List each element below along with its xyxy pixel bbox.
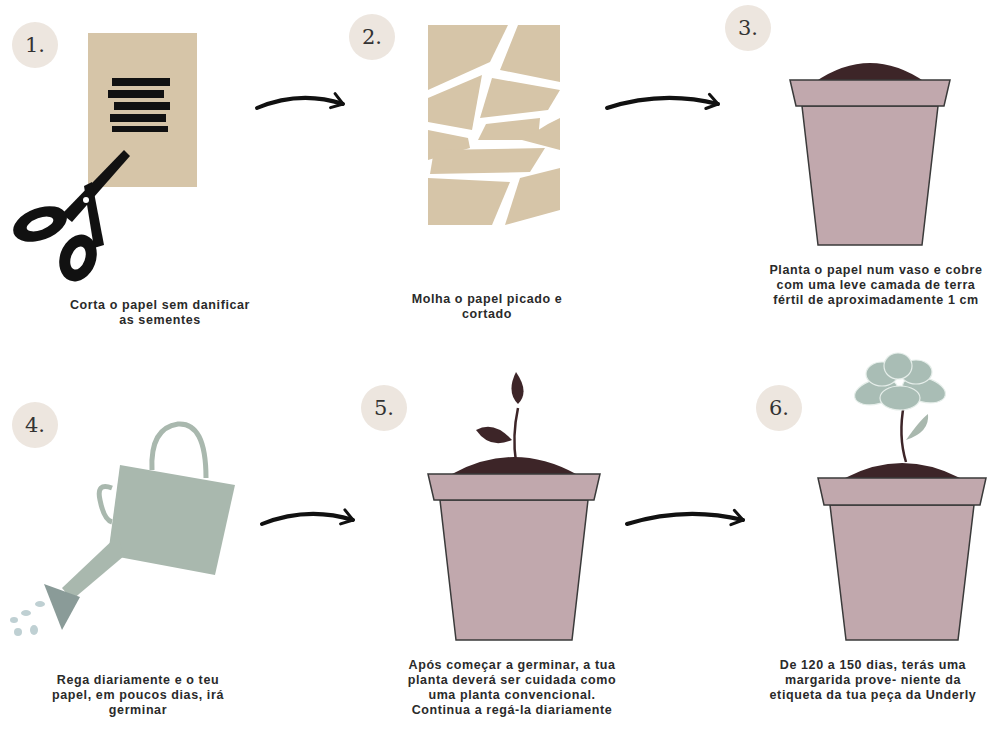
step-caption: Molha o papel picado e cortado (402, 292, 572, 322)
step-number: 2. (349, 14, 395, 60)
step-number: 3. (725, 5, 771, 51)
scissors-icon (8, 150, 130, 287)
flow-arrow (627, 510, 743, 524)
watering-can (10, 424, 235, 636)
pot-step3 (790, 63, 950, 245)
flow-arrow (257, 94, 343, 108)
pot-sprout (428, 372, 600, 640)
step-panel: 5. Após começar a germinar, a tua planta … (355, 380, 625, 735)
flow-arrow (607, 94, 718, 108)
step-number: 4. (12, 402, 58, 448)
seed-marks (108, 78, 170, 132)
step-caption: De 120 a 150 dias, terás uma margarida p… (766, 658, 981, 703)
pot-flower (818, 353, 986, 640)
step-number: 5. (361, 385, 407, 431)
step-caption: Corta o papel sem danificar as sementes (65, 298, 255, 328)
step-caption: Após começar a germinar, a tua planta de… (402, 658, 622, 718)
step-panel: 4. Rega diariamente e o teu papel, em pou… (5, 395, 260, 725)
step-panel: 6. De 120 a 150 dias, terás uma margarida… (745, 380, 990, 725)
step-number: 6. (756, 385, 802, 431)
paper-pieces (428, 25, 560, 225)
step-panel: 3. Planta o papel num vaso e cobre com um… (720, 5, 990, 335)
step-number: 1. (12, 22, 58, 68)
step-caption: Rega diariamente e o teu papel, em pouco… (43, 673, 233, 718)
seed-paper (88, 33, 197, 187)
step-panel: 1. Corta o papel sem danificar as semente… (5, 15, 255, 335)
flow-arrow (262, 510, 353, 524)
step-caption: Planta o papel num vaso e cobre com uma … (766, 263, 986, 308)
step-panel: 2. Molha o papel picado e cortado (345, 10, 605, 330)
